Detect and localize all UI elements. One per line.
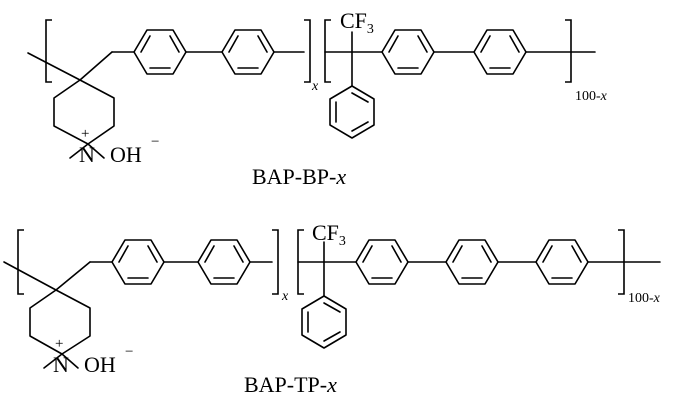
repeat-x-a-2: x [281, 289, 289, 304]
plus-charge: + [81, 126, 89, 142]
phenyl-ring-d1 [355, 239, 409, 285]
repeat-x-a: x [311, 79, 319, 94]
bracket-b-right-2 [618, 229, 625, 295]
phenyl-ring-a1 [133, 29, 187, 75]
phenyl-ring-c1 [111, 239, 165, 285]
piperidinium-ring [27, 51, 115, 159]
nitrogen-label-2: N [53, 352, 69, 377]
plus-charge-2: + [55, 336, 63, 352]
phenyl-ring-a2 [221, 29, 275, 75]
bracket-b-right [565, 19, 572, 83]
cf3-label: CF3 [340, 8, 374, 37]
phenyl-ring-pendant [329, 85, 375, 139]
phenyl-ring-b2 [473, 29, 527, 75]
bracket-a-left-2 [17, 229, 24, 295]
bracket-a-left [45, 19, 52, 83]
cf3-label-2: CF3 [312, 220, 346, 249]
bracket-a-right [304, 19, 311, 83]
hydroxide-label-2: OH [84, 352, 116, 377]
phenyl-ring-c2 [197, 239, 251, 285]
polymer-name-tp: BAP-TP-x [244, 372, 337, 397]
repeat-100-x-b-2: 100-x [628, 291, 661, 306]
hydroxide-label: OH [110, 142, 142, 167]
structure-bap-tp: N + OH − x CF3 [3, 220, 661, 397]
bracket-a-right-2 [272, 229, 279, 295]
minus-charge: − [151, 134, 159, 150]
piperidinium-ring-2 [3, 261, 91, 369]
repeat-100-x-b: 100-x [575, 89, 608, 104]
phenyl-ring-d2 [445, 239, 499, 285]
polymer-name-bp: BAP-BP-x [252, 164, 346, 189]
phenyl-ring-pendant-2 [301, 295, 347, 349]
minus-charge-2: − [125, 344, 133, 360]
phenyl-ring-d3 [535, 239, 589, 285]
nitrogen-label: N [79, 142, 95, 167]
structure-bap-bp: N + OH − x CF3 [27, 8, 608, 189]
bracket-b-left [324, 19, 331, 83]
phenyl-ring-b1 [381, 29, 435, 75]
